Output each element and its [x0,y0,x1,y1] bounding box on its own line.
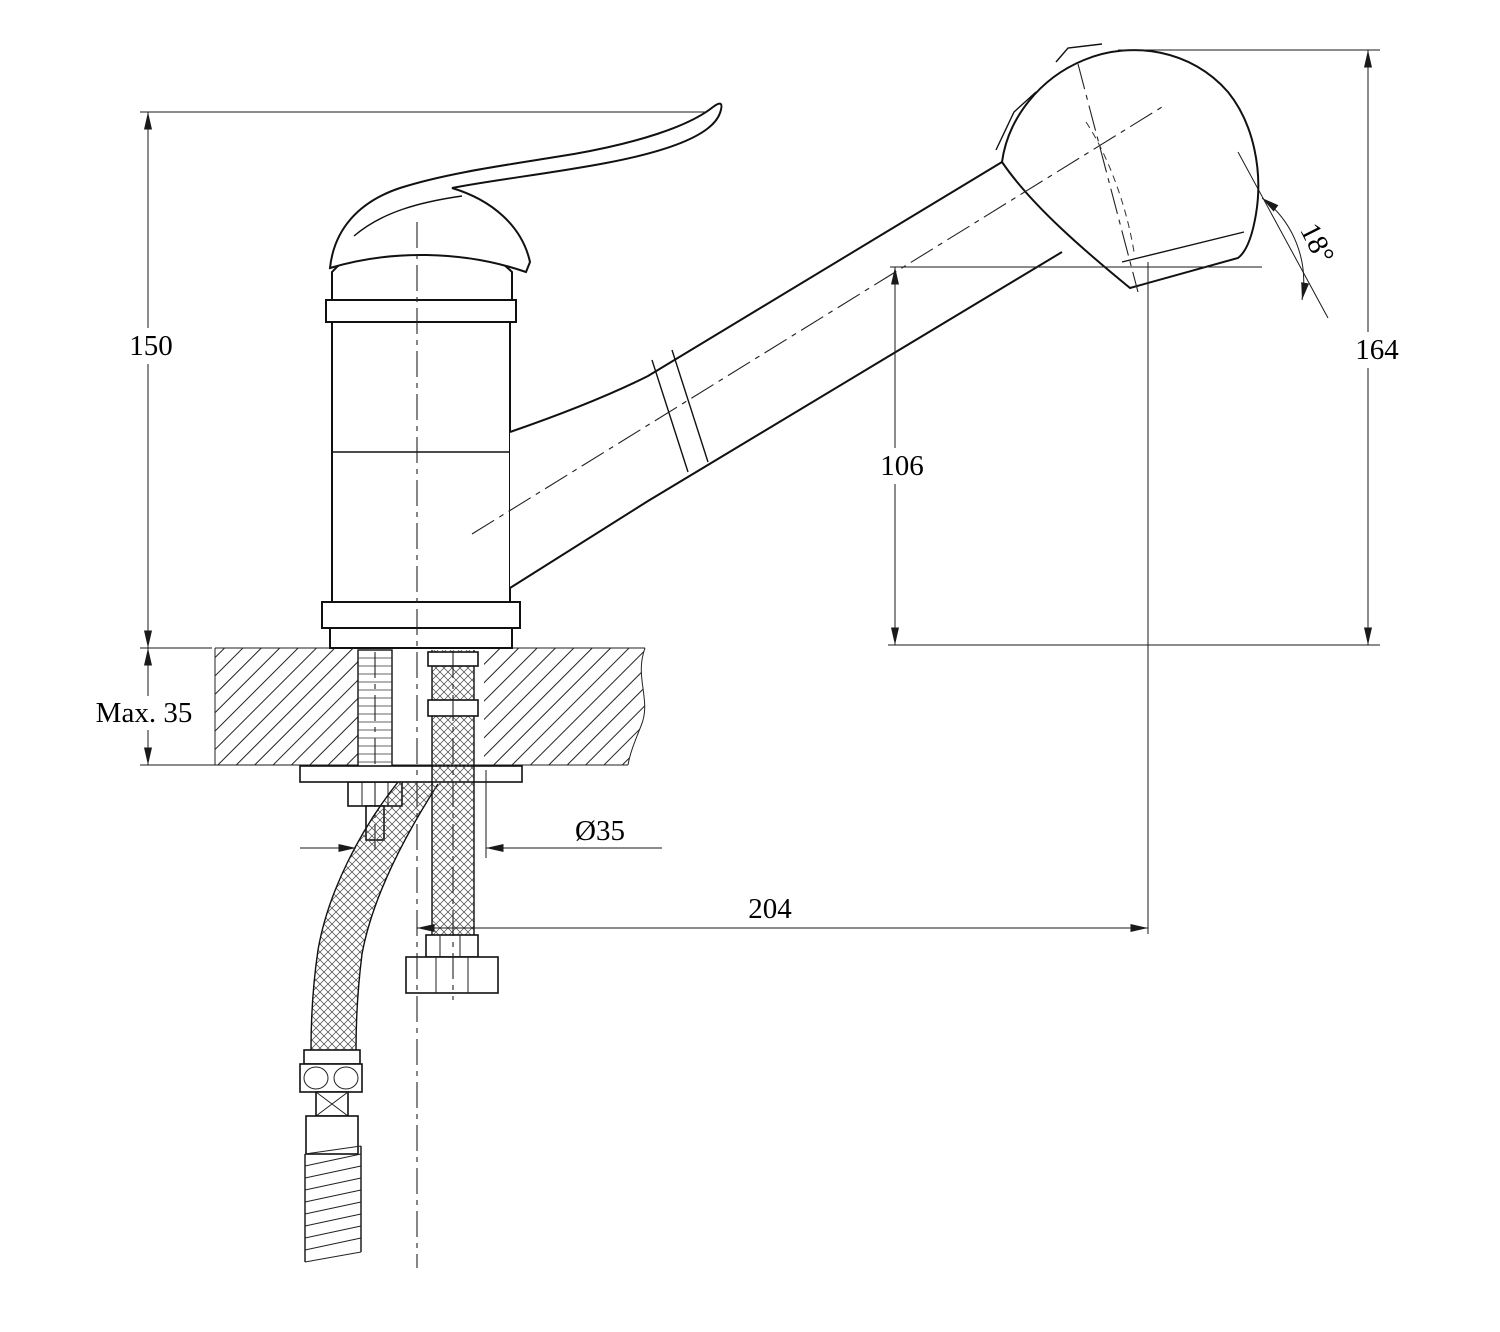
base-plate [329,627,513,649]
spout-axis-centerline [471,106,1163,535]
supply-hose-curved [299,781,439,1263]
hose-coupler [305,1115,359,1155]
spray-outlet-lip [1121,231,1245,263]
dimension-diameter-label: Ø35 [575,815,625,847]
hose-crimp-sleeve [425,934,479,958]
dimension-106-label: 106 [880,450,924,482]
countertop-hatch-right [484,648,645,765]
lever-crease-line [353,195,463,237]
faucet-body [331,321,511,603]
countertop-section [214,647,646,766]
spray-head-side-clip [995,91,1037,151]
spout-joint-collar [651,349,709,473]
hose-left-edge [310,781,399,1051]
faucet [321,43,1260,649]
countertop-hatch-left [215,648,358,765]
dimension-164-label: 164 [1355,334,1399,366]
dimension-18-label: 18° [1293,218,1340,269]
dimension-204-label: 204 [748,893,792,925]
spray-head-axis-centerline [1077,63,1139,293]
spout-bottom-edge [509,251,1063,589]
spray-head-top-clip [1055,43,1103,63]
dimension-max-35-label: Max. 35 [96,697,193,729]
lever-handle [328,102,723,274]
dimension-106: 106 [868,266,1262,645]
countertop-break-line [627,647,646,766]
supply-hose-vertical [405,650,499,1000]
dimension-164: 164 [888,49,1412,646]
dimension-150: 150 [118,111,706,649]
base-flange [321,601,521,629]
dimension-204: 204 [417,262,1149,934]
dimension-hole-diameter: Ø35 [300,770,662,858]
spray-head-hidden-contour [1085,121,1135,253]
hose-hex-nut [405,956,499,994]
hose-right-edge [355,783,439,1051]
hose-coil-section [304,1145,362,1263]
dimension-max-35: Max. 35 [88,648,298,766]
spout-fill [510,162,1062,588]
spray-head [1000,49,1260,290]
escutcheon-plate [299,765,523,783]
hose-ball-coupler [299,1063,363,1093]
dimension-150-label: 150 [129,330,173,362]
spout-top-edge [509,161,1003,433]
hose-ferrule [303,1049,361,1065]
cartridge-collar [325,299,517,323]
centerlines [416,63,1163,1268]
